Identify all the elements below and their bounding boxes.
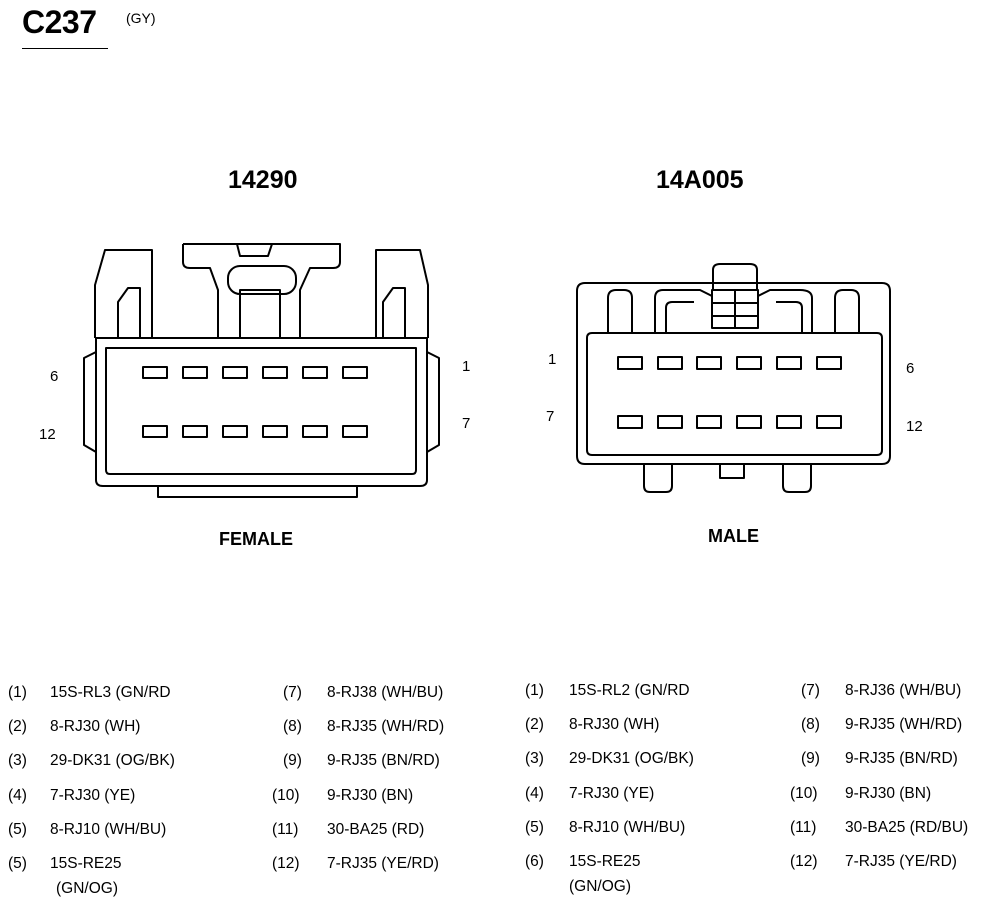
- legend-left-circuit: 9-RJ30 (BN): [327, 787, 414, 804]
- legend-right-pin: (6): [525, 853, 544, 870]
- female-part-number: 14290: [228, 166, 298, 194]
- legend-right-pin: (3): [525, 750, 544, 767]
- legend-left-pin: (10): [272, 787, 300, 804]
- legend-right-pin: (7): [801, 682, 820, 699]
- legend-left-circuit: 7-RJ35 (YE/RD): [327, 855, 439, 872]
- legend-right-pin: (4): [525, 785, 544, 802]
- legend-right-pin: (8): [801, 716, 820, 733]
- legend-left-circuit: 7-RJ30 (YE): [50, 787, 136, 804]
- male-part-number: 14A005: [656, 166, 744, 194]
- legend-left-pin: (3): [8, 752, 27, 769]
- legend-left-pin: (8): [283, 718, 302, 735]
- legend-right-circuit: 9-RJ30 (BN): [845, 785, 932, 802]
- legend-right-circuit: 9-RJ35 (BN/RD): [845, 750, 958, 767]
- legend-left-circuit: 8-RJ38 (WH/BU): [327, 684, 444, 701]
- legend-left-circuit: 8-RJ30 (WH): [50, 718, 141, 735]
- female-label: FEMALE: [219, 529, 293, 549]
- legend-right-pin: (1): [525, 682, 544, 699]
- legend-right-circuit: 7-RJ30 (YE): [569, 785, 655, 802]
- legend-left-pin: (2): [8, 718, 27, 735]
- female-pin-label-bottom-right: 7: [462, 415, 471, 432]
- legend-right-circuit: 15S-RE25: [569, 853, 641, 870]
- male-pin-label-top-left: 1: [548, 351, 557, 368]
- connector-color: (GY): [126, 10, 156, 26]
- male-pin-label-bottom-left: 7: [546, 408, 555, 425]
- legend-left-circuit: 8-RJ35 (WH/RD): [327, 718, 445, 735]
- legend-left-circuit: 9-RJ35 (BN/RD): [327, 752, 440, 769]
- legend-right-pin: (10): [790, 785, 818, 802]
- female-pin-label-top-left: 6: [50, 368, 59, 385]
- male-label: MALE: [708, 526, 759, 546]
- female-pin-label-top-right: 1: [462, 358, 471, 375]
- legend-left-pin: (12): [272, 855, 300, 872]
- legend-left-pin: (1): [8, 684, 27, 701]
- legend-left-circuit: 15S-RL3 (GN/RD: [50, 684, 171, 701]
- legend-left-pin: (11): [272, 821, 299, 838]
- male-pin-label-top-right: 6: [906, 360, 915, 377]
- legend-right-circuit: 15S-RL2 (GN/RD: [569, 682, 690, 699]
- legend-right-circuit: 30-BA25 (RD/BU): [845, 819, 969, 836]
- legend-left-pin: (9): [283, 752, 302, 769]
- title-underline: [22, 48, 108, 49]
- legend-right-circuit: 8-RJ10 (WH/BU): [569, 819, 686, 836]
- legend-left-circuit: 30-BA25 (RD): [327, 821, 425, 838]
- legend-right-circuit: 8-RJ36 (WH/BU): [845, 682, 962, 699]
- legend-right-circuit: 29-DK31 (OG/BK): [569, 750, 694, 767]
- legend-right-circuit: 7-RJ35 (YE/RD): [845, 853, 957, 870]
- connector-id: C237: [22, 4, 97, 40]
- legend-left-circuit-continued: (GN/OG): [56, 880, 118, 897]
- legend-left-circuit: 15S-RE25: [50, 855, 122, 872]
- legend-right-circuit: 9-RJ35 (WH/RD): [845, 716, 963, 733]
- legend-right-pin: (5): [525, 819, 544, 836]
- legend-left-pin: (5): [8, 855, 27, 872]
- legend-left-circuit: 29-DK31 (OG/BK): [50, 752, 175, 769]
- legend-right-circuit: 8-RJ30 (WH): [569, 716, 660, 733]
- legend-right-pin: (9): [801, 750, 820, 767]
- male-connector-body: [576, 263, 891, 493]
- legend-left-pin: (5): [8, 821, 27, 838]
- female-pin-label-bottom-left: 12: [39, 426, 56, 443]
- female-connector-body: [83, 243, 440, 498]
- legend-right-circuit-continued: (GN/OG): [569, 878, 631, 895]
- legend-left-pin: (7): [283, 684, 302, 701]
- legend-left-pin: (4): [8, 787, 27, 804]
- legend-right-pin: (11): [790, 819, 817, 836]
- legend-right-pin: (12): [790, 853, 818, 870]
- legend-right-pin: (2): [525, 716, 544, 733]
- male-pin-label-bottom-right: 12: [906, 418, 923, 435]
- legend-left-circuit: 8-RJ10 (WH/BU): [50, 821, 167, 838]
